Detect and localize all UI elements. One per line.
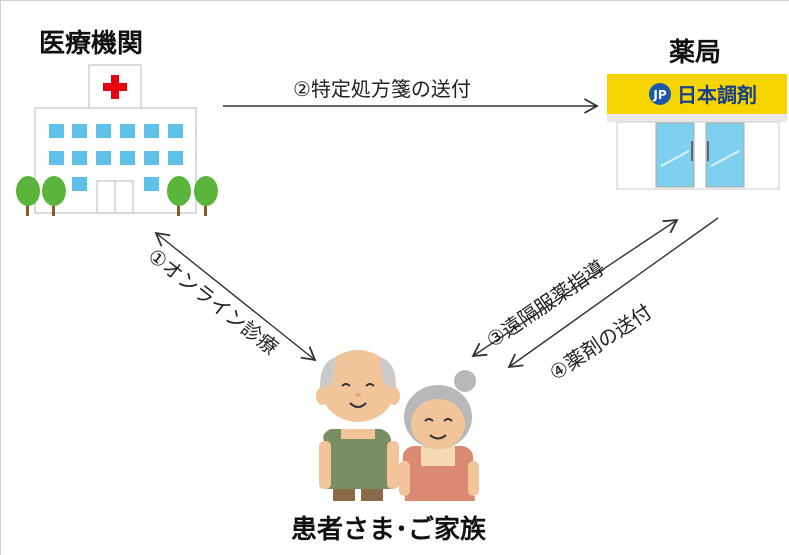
edge-arrows bbox=[154, 98, 719, 369]
hospital-illustration bbox=[16, 64, 218, 216]
patients-illustration bbox=[316, 350, 479, 501]
prescription-label: ②特定処方箋の送付 bbox=[293, 77, 471, 101]
jp-logo-icon: JP bbox=[649, 83, 671, 105]
hospital-title: 医療機関 bbox=[39, 29, 144, 59]
pharmacy-brand-name: 日本調剤 bbox=[677, 83, 757, 107]
online-consult-arrow bbox=[154, 231, 317, 362]
tree-icon bbox=[16, 176, 66, 216]
pharmacy-illustration: JP 日本調剤 bbox=[607, 74, 787, 190]
hospital-windows bbox=[49, 124, 183, 191]
pharmacy-title: 薬局 bbox=[669, 38, 722, 68]
patient-title: 患者さま･ご家族 bbox=[291, 515, 487, 545]
jp-logo-text: JP bbox=[652, 88, 666, 102]
tree-icon bbox=[167, 176, 218, 216]
red-cross-icon bbox=[103, 75, 127, 99]
remote-guidance-arrow bbox=[471, 218, 679, 358]
medicine-delivery-arrow bbox=[507, 217, 719, 369]
